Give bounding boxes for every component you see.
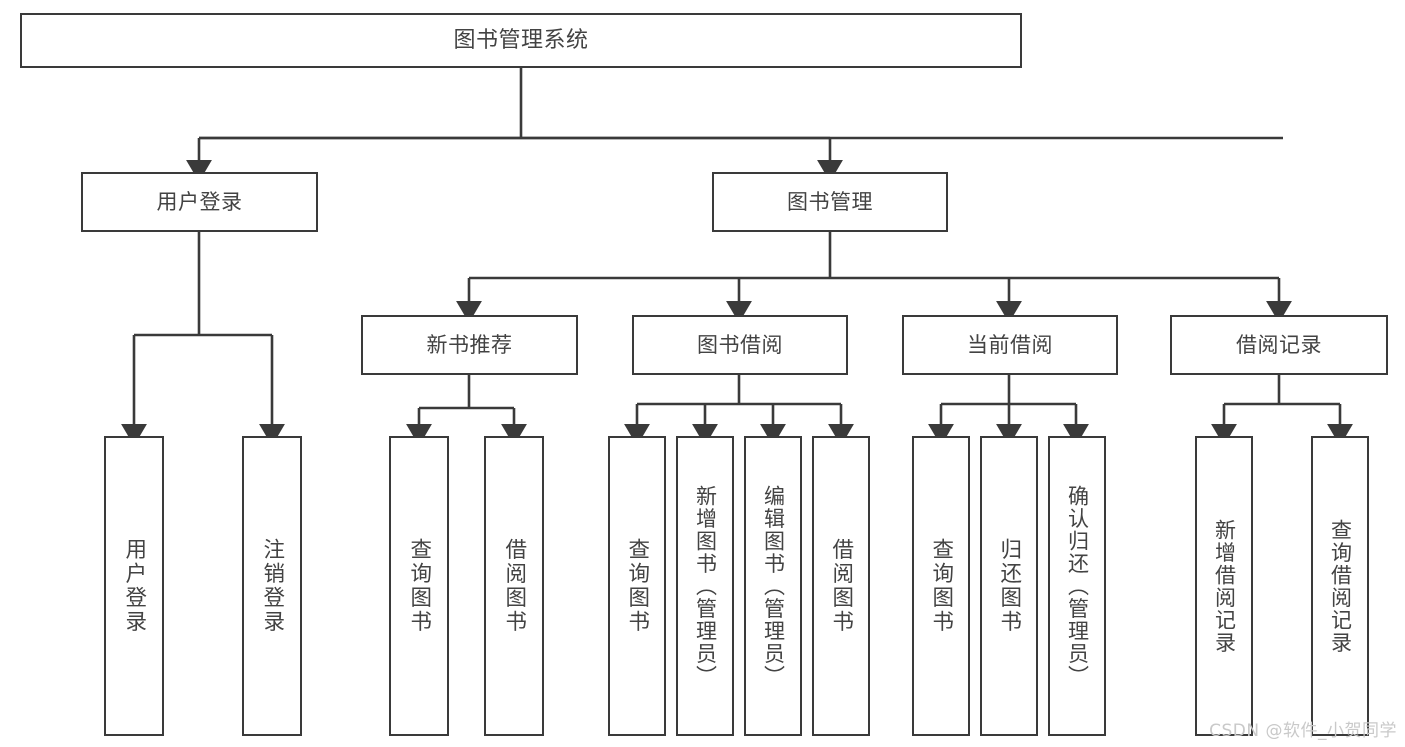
node-label: 确认归还（管理员） [1065,484,1090,688]
node-label: 图书管理系统 [453,27,589,53]
node-label: 新增借阅记录 [1212,518,1237,654]
leaf-add-book-admin[interactable]: 新增图书（管理员） [676,436,734,736]
node-book-borrow[interactable]: 图书借阅 [632,315,848,375]
leaf-query-book-1[interactable]: 查询图书 [389,436,449,736]
node-user-login[interactable]: 用户登录 [81,172,318,232]
node-label: 新书推荐 [426,332,513,357]
leaf-borrow-book-2[interactable]: 借阅图书 [812,436,870,736]
node-book-manage[interactable]: 图书管理 [712,172,948,232]
node-new-book-recommend[interactable]: 新书推荐 [361,315,578,375]
node-label: 当前借阅 [967,332,1053,357]
node-label: 借阅记录 [1236,332,1322,357]
node-label: 查询图书 [928,538,954,634]
node-label: 用户登录 [156,189,243,214]
leaf-return-book[interactable]: 归还图书 [980,436,1038,736]
node-label: 用户登录 [121,538,147,634]
node-label: 借阅图书 [828,538,854,634]
node-label: 图书管理 [787,189,873,214]
node-borrow-record[interactable]: 借阅记录 [1170,315,1388,375]
node-label: 查询图书 [624,538,650,634]
node-label: 借阅图书 [501,538,527,634]
leaf-add-borrow-record[interactable]: 新增借阅记录 [1195,436,1253,736]
leaf-edit-book-admin[interactable]: 编辑图书（管理员） [744,436,802,736]
node-label: 编辑图书（管理员） [761,484,786,688]
node-label: 注销登录 [259,538,285,634]
node-label: 查询借阅记录 [1328,518,1353,654]
csdn-watermark: CSDN @软件_小贺同学 [1209,721,1397,741]
leaf-query-borrow-record[interactable]: 查询借阅记录 [1311,436,1369,736]
node-label: 图书借阅 [697,332,783,357]
node-label: 新增图书（管理员） [693,484,718,688]
node-label: 归还图书 [996,538,1022,634]
leaf-confirm-return-admin[interactable]: 确认归还（管理员） [1048,436,1106,736]
leaf-query-book-2[interactable]: 查询图书 [608,436,666,736]
leaf-user-login[interactable]: 用户登录 [104,436,164,736]
leaf-query-book-3[interactable]: 查询图书 [912,436,970,736]
leaf-logout-login[interactable]: 注销登录 [242,436,302,736]
node-current-borrow[interactable]: 当前借阅 [902,315,1118,375]
node-root-system[interactable]: 图书管理系统 [20,13,1022,68]
node-label: 查询图书 [406,538,432,634]
leaf-borrow-book-1[interactable]: 借阅图书 [484,436,544,736]
